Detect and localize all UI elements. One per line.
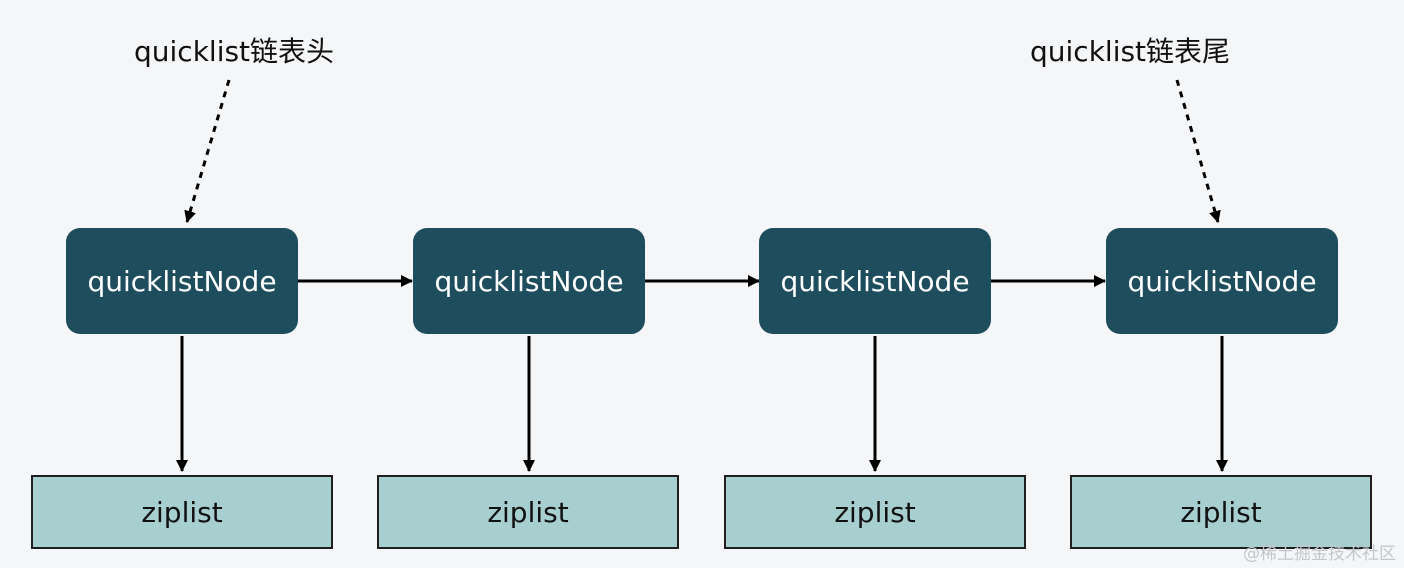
ziplist-1: ziplist <box>31 475 333 549</box>
quicklist-node-2: quicklistNode <box>413 228 645 334</box>
ziplist-3: ziplist <box>724 475 1026 549</box>
quicklist-node-1: quicklistNode <box>66 228 298 334</box>
head-pointer-label: quicklist链表头 <box>134 35 335 68</box>
quicklist-node-4: quicklistNode <box>1106 228 1338 334</box>
ziplist-4: ziplist <box>1070 475 1372 549</box>
tail-pointer-arrow <box>1175 79 1221 223</box>
watermark: @稀土掘金技术社区 <box>1243 544 1396 564</box>
quicklist-node-3: quicklistNode <box>759 228 991 334</box>
tail-pointer-label: quicklist链表尾 <box>1030 35 1231 68</box>
ziplist-2: ziplist <box>377 475 679 549</box>
head-pointer-arrow <box>184 79 231 223</box>
